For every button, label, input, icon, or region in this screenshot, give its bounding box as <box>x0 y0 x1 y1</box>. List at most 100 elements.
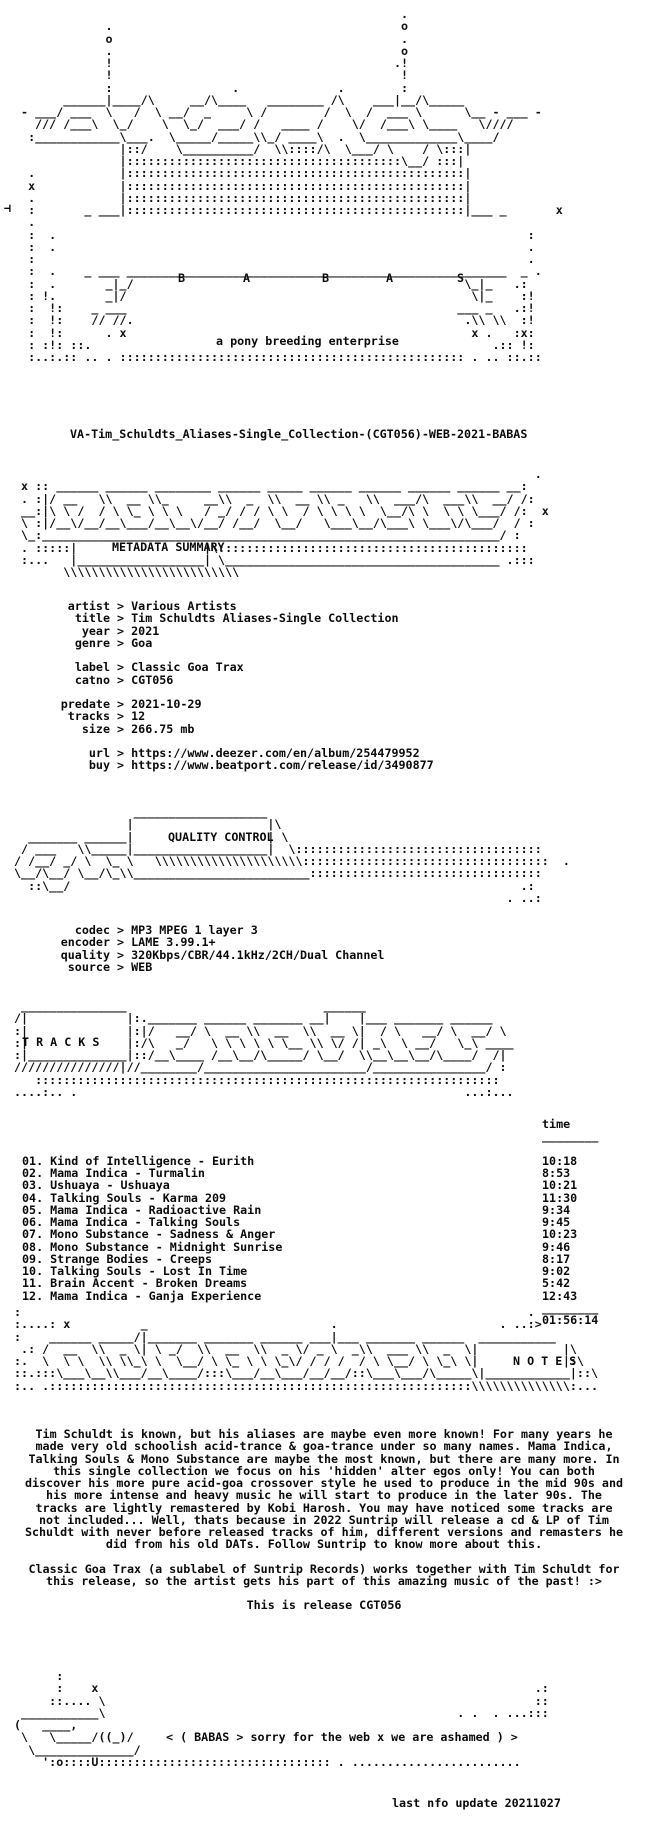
field-value: WEB <box>131 959 153 974</box>
field-key: catno <box>74 672 110 687</box>
metadata-section-label: METADATA SUMMARY <box>112 540 225 554</box>
track-name: 03. Ushuaya - Ushuaya <box>22 1178 170 1193</box>
metadata-row-year: year > 2021 <box>14 623 644 638</box>
metadata-row-title: title > Tim Schuldts Aliases-Single Coll… <box>14 611 644 626</box>
track-row[interactable]: 04. Talking Souls - Karma 209 11:30 <box>22 1190 614 1205</box>
metadata-row-url: url > https://www.deezer.com/en/album/25… <box>14 746 644 760</box>
track-row[interactable]: 08. Mono Substance - Midnight Sunrise 9:4… <box>22 1239 614 1254</box>
babas-letter-3: B <box>322 271 330 285</box>
tracklist-header: time <box>22 1117 614 1131</box>
track-time: 12:43 <box>542 1288 578 1303</box>
tracks-section-label: T R A C K S <box>22 1035 100 1049</box>
metadata-row-tracks: tracks > 12 <box>14 709 644 724</box>
field-value: MP3 MPEG 1 layer 3 <box>131 923 258 937</box>
metadata-row-predate: predate > 2021-10-29 <box>14 697 644 711</box>
quality-row-codec: codec > MP3 MPEG 1 layer 3 <box>14 923 644 937</box>
babas-letter-5: S <box>457 271 465 285</box>
track-name: 04. Talking Souls - Karma 209 <box>22 1190 227 1205</box>
field-key: tracks <box>67 709 110 724</box>
track-row[interactable]: 09. Strange Bodies - Creeps 8:17 <box>22 1251 614 1266</box>
field-key: quality <box>60 947 110 962</box>
field-key: label <box>74 660 110 675</box>
spacer <box>24 1551 624 1563</box>
field-value: 266.75 mb <box>131 721 195 736</box>
track-name: 10. Talking Souls - Lost In Time <box>22 1264 248 1278</box>
metadata-fields: artist > Various Artists title > Tim Sch… <box>14 600 644 772</box>
metadata-banner-art: . x :: ______ ______ ________ ______ ___… <box>21 467 549 579</box>
field-key: buy <box>88 758 110 773</box>
field-key: genre <box>74 635 110 650</box>
track-row[interactable]: 06. Mama Indica - Talking Souls 9:45 <box>22 1215 614 1229</box>
url-link[interactable]: https://www.deezer.com/en/album/25447995… <box>131 746 420 760</box>
metadata-row-catno: catno > CGT056 <box>14 672 644 687</box>
track-time: 10:21 <box>542 1178 578 1193</box>
babas-letter-1: B <box>178 271 186 285</box>
metadata-row-buy: buy > https://www.beatport.com/release/i… <box>14 758 644 773</box>
track-name: 06. Mama Indica - Talking Souls <box>22 1215 241 1229</box>
track-row[interactable]: 02. Mama Indica - Turmalin 8:53 <box>22 1166 614 1180</box>
field-value: 320Kbps/CBR/44.1kHz/2CH/Dual Channel <box>131 947 385 962</box>
notes-paragraph-2: Classic Goa Trax (a sublabel of Suntrip … <box>28 1561 620 1588</box>
track-time: 9:34 <box>542 1202 571 1217</box>
quality-row-quality: quality > 320Kbps/CBR/44.1kHz/2CH/Dual C… <box>14 947 644 962</box>
field-value: Goa <box>131 635 153 650</box>
quality-row-source: source > WEB <box>14 959 644 974</box>
notes-release-line: This is release CGT056 <box>246 1598 402 1612</box>
field-key: title <box>74 611 110 626</box>
spacer <box>22 1143 614 1155</box>
track-row[interactable]: 05. Mama Indica - Radioactive Rain 9:34 <box>22 1202 614 1217</box>
metadata-row-size: size > 266.75 mb <box>14 721 644 736</box>
track-name: 08. Mono Substance - Midnight Sunrise <box>22 1239 283 1254</box>
tracklist-header-rule: ________ <box>542 1129 599 1144</box>
logo-ascii: . . o o . . o ! <box>21 7 563 364</box>
header-logo-art: . . o o . . o ! <box>14 8 644 363</box>
tracks-banner-art: _______________ ______ /| |:._______ ___… <box>14 999 514 1099</box>
babas-letter-4: A <box>386 271 394 285</box>
field-key: artist <box>67 599 110 613</box>
footer-art: : : x .: ::.... \ :: ___________\ <box>14 1669 549 1769</box>
release-name: VA-Tim_Schuldts_Aliases-Single_Collectio… <box>70 427 528 441</box>
field-value: Classic Goa Trax <box>131 660 244 675</box>
header-tagline: a pony breeding enterprise <box>216 334 399 348</box>
track-time: 10:23 <box>542 1227 578 1242</box>
buy-link[interactable]: https://www.beatport.com/release/id/3490… <box>131 758 434 773</box>
track-name: 05. Mama Indica - Radioactive Rain <box>22 1202 262 1217</box>
metadata-row-label: label > Classic Goa Trax <box>14 660 644 675</box>
tracklist: time ________ 01. Kind of Intelligence -… <box>22 1117 622 1327</box>
track-name: 02. Mama Indica - Turmalin <box>22 1166 205 1180</box>
metadata-row-artist: artist > Various Artists <box>14 599 644 613</box>
total-time: 01:56:14 <box>542 1313 599 1327</box>
tracklist-total: 01:56:14 <box>22 1313 614 1327</box>
track-time: 8:17 <box>542 1251 571 1266</box>
field-value: 12 <box>131 709 146 724</box>
quality-banner-art: ___________________ | |\ _______ ______|… <box>14 805 570 905</box>
metadata-row-genre: genre > Goa <box>14 635 644 650</box>
field-value: Various Artists <box>131 599 237 613</box>
track-time: 9:45 <box>542 1215 571 1229</box>
track-name: 01. Kind of Intelligence - Eurith <box>22 1153 255 1168</box>
footer-sign-off: < ( BABAS > sorry for the web x we are a… <box>166 1730 518 1744</box>
track-name: 11. Brain Accent - Broken Dreams <box>22 1276 248 1291</box>
track-row[interactable]: 03. Ushuaya - Ushuaya 10:21 <box>22 1178 614 1193</box>
field-key: predate <box>60 697 110 711</box>
footer-update: last nfo update 20211027 <box>392 1796 561 1810</box>
field-key: url <box>88 746 110 760</box>
field-key: codec <box>74 923 110 937</box>
field-value: 2021 <box>131 623 160 638</box>
quality-fields: codec > MP3 MPEG 1 layer 3 encoder > LAM… <box>14 924 644 973</box>
tracklist-total-rule: ________ <box>542 1300 599 1315</box>
track-time: 8:53 <box>542 1166 571 1180</box>
quality-row-encoder: encoder > LAME 3.99.1+ <box>14 936 644 949</box>
track-time: 11:30 <box>542 1190 578 1205</box>
time-column-header: time <box>542 1117 571 1131</box>
track-name: 09. Strange Bodies - Creeps <box>22 1251 212 1266</box>
quality-section-label: QUALITY CONTROL <box>168 830 274 844</box>
field-value: CGT056 <box>131 672 174 687</box>
track-time: 9:46 <box>542 1239 571 1254</box>
babas-letter-2: A <box>243 271 251 285</box>
